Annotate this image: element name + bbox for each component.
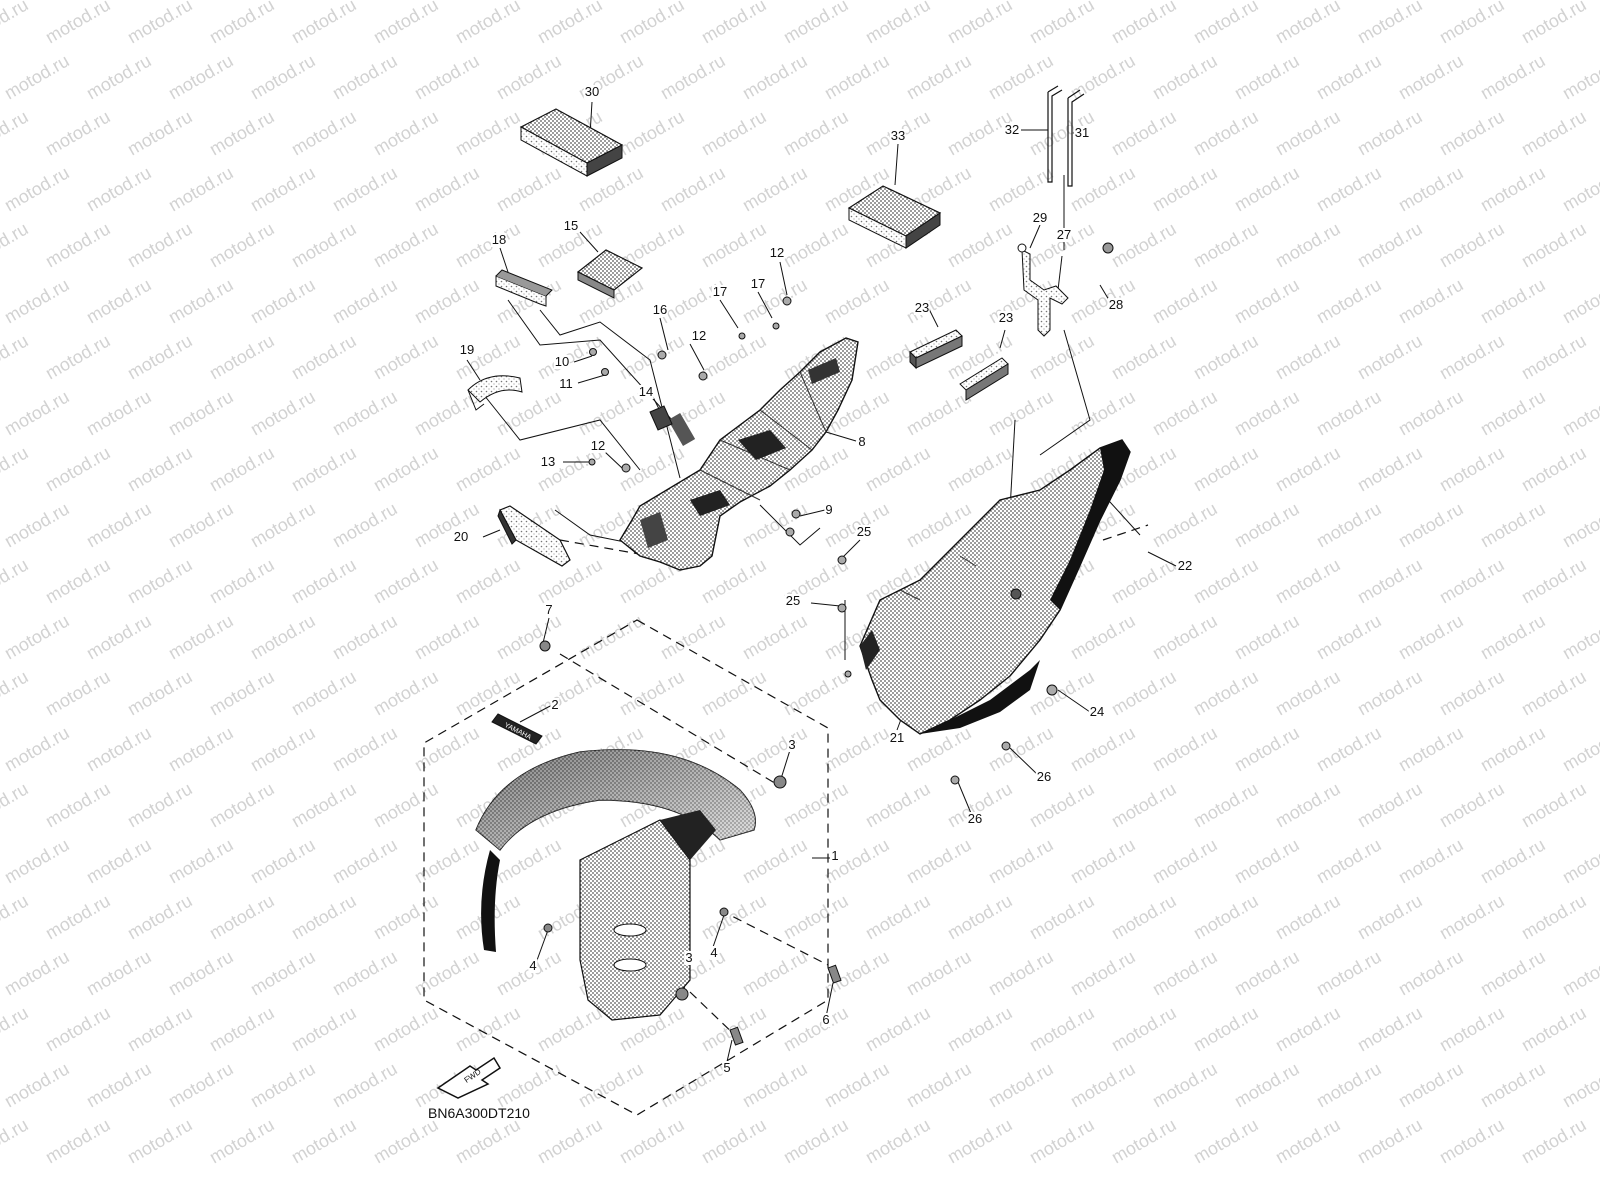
callout-label-4: 4	[709, 945, 719, 960]
callout-label-30: 30	[583, 84, 601, 99]
callout-label-17: 17	[749, 276, 767, 291]
front-fender-fasteners	[539, 640, 842, 1046]
callout-label-25: 25	[784, 593, 802, 608]
callout-label-2: 2	[550, 697, 560, 712]
part-14-block	[649, 405, 673, 431]
callout-label-17: 17	[711, 284, 729, 299]
part-31-32-rods	[1047, 85, 1085, 187]
callout-label-7: 7	[544, 602, 554, 617]
callout-label-27: 27	[1055, 227, 1073, 242]
callout-label-12: 12	[768, 245, 786, 260]
callout-label-15: 15	[562, 218, 580, 233]
callout-label-6: 6	[821, 1012, 831, 1027]
callout-label-23: 23	[997, 310, 1015, 325]
callout-label-9: 9	[824, 502, 834, 517]
fasteners-small	[588, 296, 1058, 785]
callout-label-21: 21	[888, 730, 906, 745]
part-15-pad	[576, 249, 644, 299]
assembly-dashed-lines	[423, 524, 1149, 1116]
callout-label-12: 12	[589, 438, 607, 453]
diagram-code: BN6A300DT210	[428, 1105, 530, 1121]
callout-label-22: 22	[1176, 558, 1194, 573]
callout-label-1: 1	[830, 848, 840, 863]
callout-label-13: 13	[539, 454, 557, 469]
part-30-pad	[519, 108, 624, 177]
part-1-front-fender: YAMAHA	[475, 713, 756, 1021]
part-8-inner-panel	[619, 337, 859, 571]
callout-label-26: 26	[966, 811, 984, 826]
callout-label-33: 33	[889, 128, 907, 143]
part-19-clip	[467, 375, 523, 411]
callout-label-4: 4	[528, 958, 538, 973]
part-18-clip	[495, 269, 553, 307]
part-23-trim-b	[959, 357, 1009, 401]
part-21-side-cowl	[859, 439, 1131, 735]
callout-label-16: 16	[651, 302, 669, 317]
assembly-solid-lines	[479, 175, 1141, 660]
fwd-direction-arrow: FWD	[436, 1056, 502, 1099]
callout-label-29: 29	[1031, 210, 1049, 225]
part-27-bracket	[1017, 242, 1114, 337]
callout-label-3: 3	[787, 737, 797, 752]
callout-label-23: 23	[913, 300, 931, 315]
callout-label-24: 24	[1088, 704, 1106, 719]
callout-label-8: 8	[857, 434, 867, 449]
part-20-bracket	[497, 505, 571, 567]
callout-label-20: 20	[452, 529, 470, 544]
callout-label-26: 26	[1035, 769, 1053, 784]
callout-label-18: 18	[490, 232, 508, 247]
callout-label-31: 31	[1073, 125, 1091, 140]
callout-label-14: 14	[637, 384, 655, 399]
callout-label-10: 10	[553, 354, 571, 369]
callout-label-19: 19	[458, 342, 476, 357]
callout-label-5: 5	[722, 1060, 732, 1075]
callout-label-32: 32	[1003, 122, 1021, 137]
callout-label-28: 28	[1107, 297, 1125, 312]
callout-label-3: 3	[684, 950, 694, 965]
callout-label-12: 12	[690, 328, 708, 343]
callout-label-25: 25	[855, 524, 873, 539]
part-23-trim-a	[909, 329, 963, 370]
part-33-pad	[847, 185, 942, 249]
callout-label-11: 11	[558, 376, 574, 391]
